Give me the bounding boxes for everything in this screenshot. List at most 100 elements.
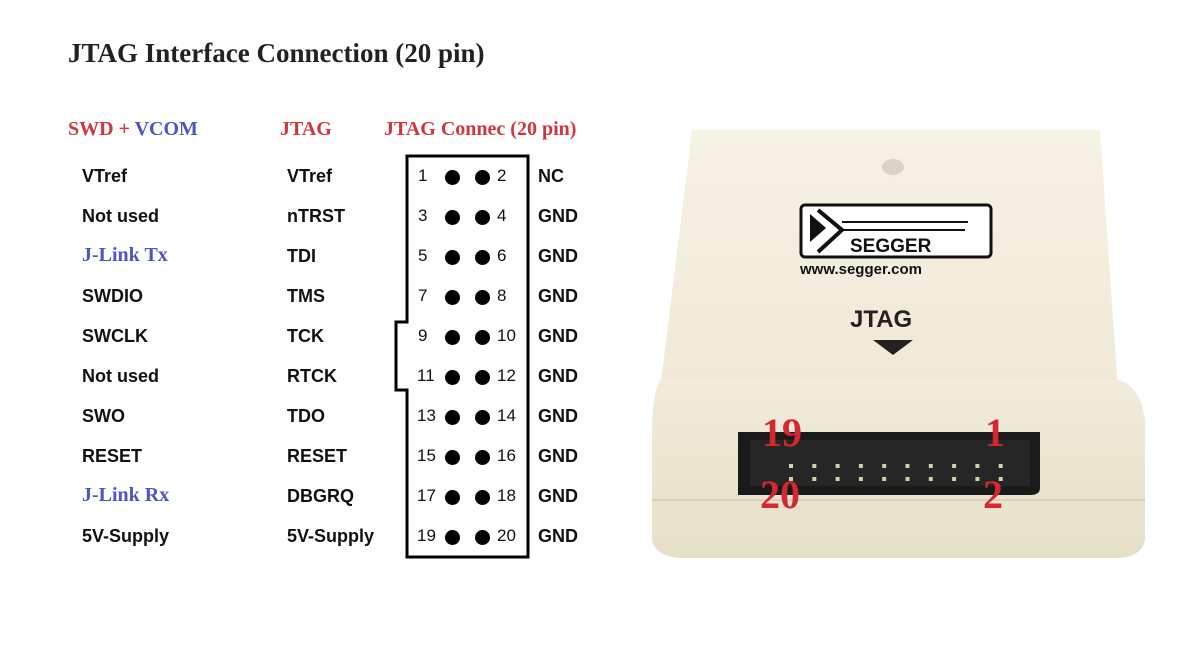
pin-dot xyxy=(475,490,490,505)
pin-dot xyxy=(475,450,490,465)
jtag-signal: nTRST xyxy=(287,206,345,226)
header-swd: SWD + xyxy=(68,118,135,140)
socket-pin xyxy=(952,477,957,481)
socket-pin xyxy=(928,477,933,481)
pin-dot xyxy=(475,210,490,225)
pin-number-odd: 9 xyxy=(418,326,428,345)
socket-pin xyxy=(812,477,817,481)
right-signal: GND xyxy=(538,246,578,266)
pin-dot xyxy=(475,290,490,305)
pin-dot xyxy=(475,410,490,425)
right-signal: GND xyxy=(538,446,578,466)
photo-pin-1: 1 xyxy=(985,410,1005,455)
down-arrow-icon xyxy=(873,340,913,355)
pin-number-odd: 17 xyxy=(417,486,436,505)
socket-pin xyxy=(975,464,980,468)
pin-dot xyxy=(475,170,490,185)
pin-dot xyxy=(445,170,460,185)
swd-signal: RESET xyxy=(82,446,143,466)
pin-dot xyxy=(445,490,460,505)
pin-number-even: 2 xyxy=(497,166,507,185)
pin-dot xyxy=(445,210,460,225)
jtag-signal: TDO xyxy=(287,406,325,426)
pin-dot xyxy=(445,530,460,545)
segger-url: www.segger.com xyxy=(799,261,922,278)
swd-signal: J-Link Rx xyxy=(82,484,170,506)
socket-pin xyxy=(858,464,863,468)
pin-dot xyxy=(445,370,460,385)
jtag-signal: VTref xyxy=(287,166,333,186)
page-title: JTAG Interface Connection (20 pin) xyxy=(68,38,485,68)
photo-pin-19: 19 xyxy=(762,410,802,455)
pin-number-even: 18 xyxy=(497,486,516,505)
socket-pin xyxy=(835,464,840,468)
pin-number-odd: 7 xyxy=(418,286,428,305)
jtag-signal: TDI xyxy=(287,246,316,266)
pin-number-odd: 13 xyxy=(417,406,436,425)
jtag-signal: DBGRQ xyxy=(287,486,354,506)
jtag-signal: RESET xyxy=(287,446,348,466)
swd-signal: SWDIO xyxy=(82,286,143,306)
swd-signal: Not used xyxy=(82,206,160,226)
socket-pin xyxy=(789,464,793,468)
socket-pin xyxy=(858,477,863,481)
pin-dot xyxy=(475,250,490,265)
pin-dot xyxy=(445,290,460,305)
socket-pin xyxy=(882,477,887,481)
pin-number-even: 16 xyxy=(497,446,516,465)
pin-dot xyxy=(445,410,460,425)
pin-number-odd: 3 xyxy=(418,206,428,225)
socket-pin xyxy=(998,464,1003,468)
port-label: JTAG xyxy=(850,306,912,333)
header-jtag: JTAG xyxy=(280,118,332,140)
svg-text:SEGGER: SEGGER xyxy=(850,236,932,257)
swd-signal: Not used xyxy=(82,366,160,386)
header-vcom: VCOM xyxy=(134,118,198,140)
right-signal: NC xyxy=(538,166,564,186)
pin-number-odd: 11 xyxy=(417,366,435,385)
header-connector: JTAG Connec (20 pin) xyxy=(384,118,577,140)
swd-signal: SWO xyxy=(82,406,125,426)
photo-pin-2: 2 xyxy=(983,472,1003,517)
right-signal: GND xyxy=(538,486,578,506)
pin-number-even: 8 xyxy=(497,286,507,305)
pin-row: RESET RESET 15 16 GND xyxy=(0,446,620,470)
pin-dot xyxy=(475,330,490,345)
pin-number-odd: 5 xyxy=(418,246,428,265)
jtag-signal: TCK xyxy=(287,326,324,346)
pin-row: SWDIO TMS 7 8 GND xyxy=(0,286,620,310)
pin-dot xyxy=(475,370,490,385)
header-swd-vcom: SWD + VCOM xyxy=(68,118,198,141)
right-signal: GND xyxy=(538,206,578,226)
pin-number-even: 10 xyxy=(497,326,516,345)
socket-pin xyxy=(998,477,1003,481)
socket-pin xyxy=(812,464,817,468)
device-top xyxy=(660,130,1118,390)
pin-number-even: 6 xyxy=(497,246,507,265)
photo-pin-20: 20 xyxy=(760,472,800,517)
pin-row: Not used nTRST 3 4 GND xyxy=(0,206,620,230)
pin-number-even: 12 xyxy=(497,366,516,385)
right-signal: GND xyxy=(538,286,578,306)
socket-pin xyxy=(835,477,840,481)
pin-row: J-Link Rx DBGRQ 17 18 GND xyxy=(0,484,620,510)
pin-number-odd: 15 xyxy=(417,446,436,465)
segger-logo: SEGGER xyxy=(799,203,993,259)
led-indicator xyxy=(882,159,904,175)
pin-dot xyxy=(445,250,460,265)
right-signal: GND xyxy=(538,366,578,386)
jtag-signal: 5V-Supply xyxy=(287,526,375,546)
socket-pin xyxy=(905,477,910,481)
right-signal: GND xyxy=(538,406,578,426)
pin-number-even: 4 xyxy=(497,206,507,225)
pin-dot xyxy=(445,330,460,345)
socket-pin xyxy=(882,464,887,468)
jtag-signal: TMS xyxy=(287,286,325,306)
swd-signal: SWCLK xyxy=(82,326,148,346)
